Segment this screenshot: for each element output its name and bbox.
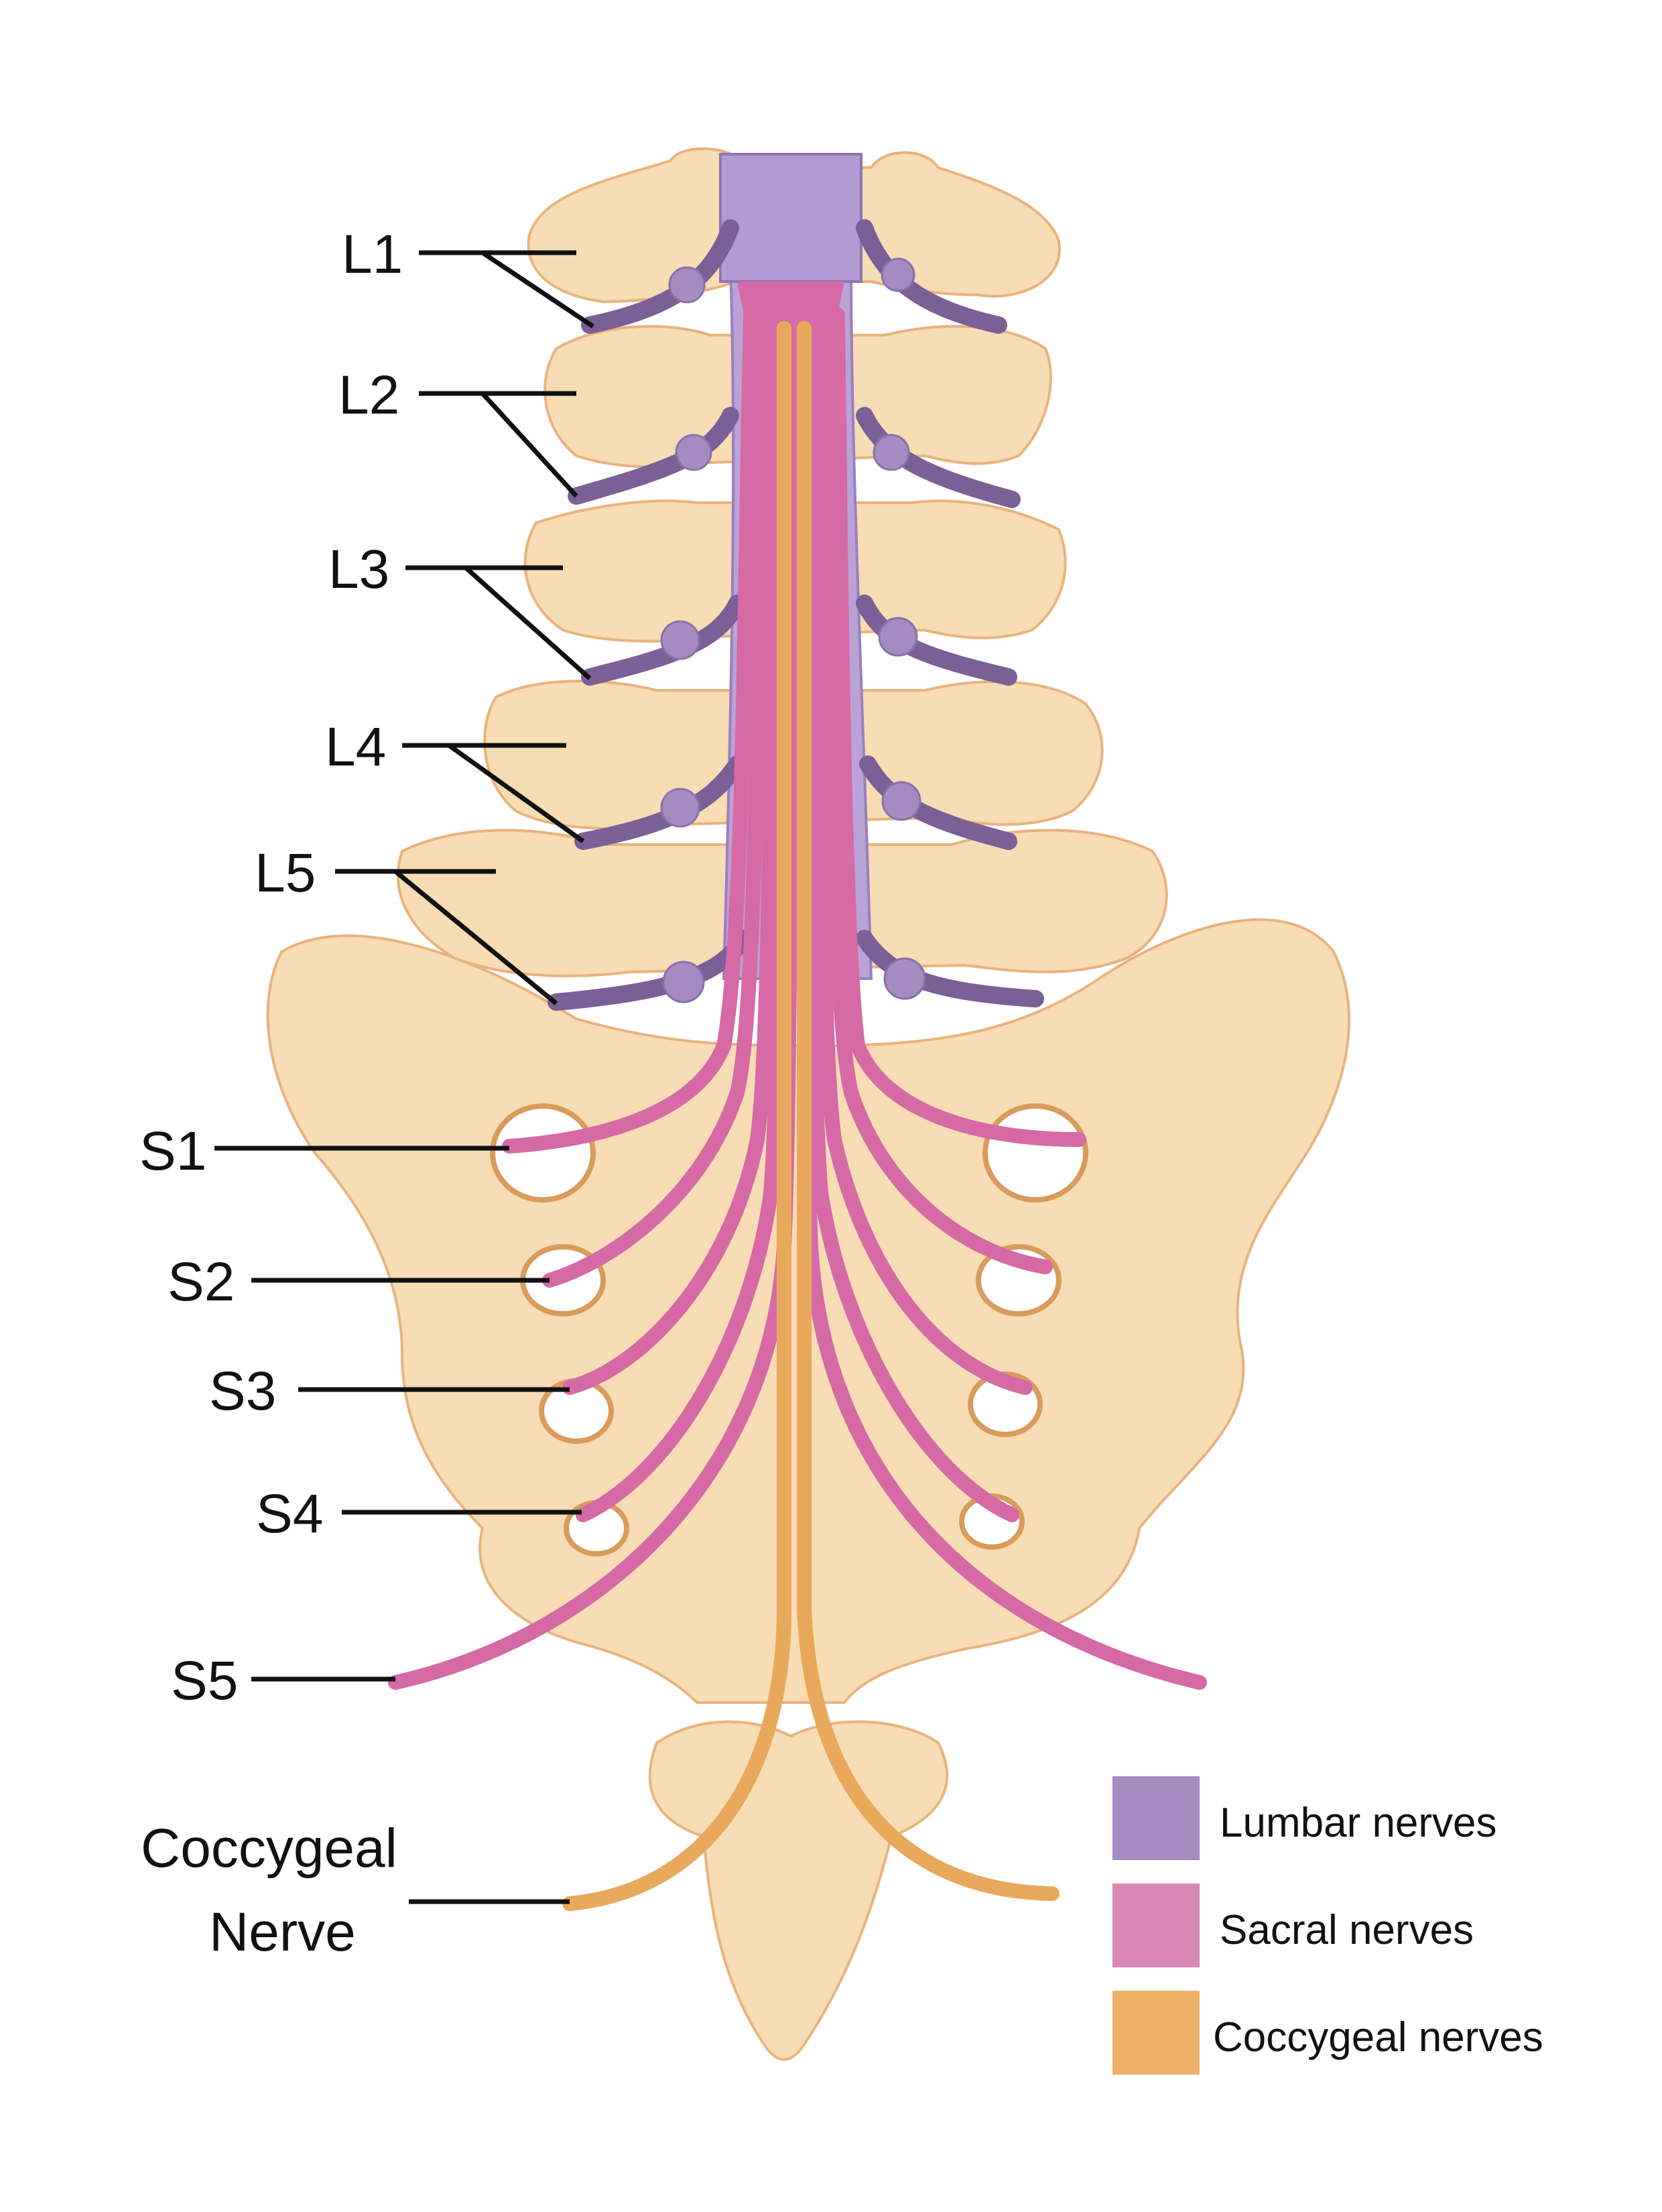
label-s1: S1 (139, 1121, 206, 1182)
nerves (388, 153, 1207, 1911)
label-l5: L5 (255, 843, 316, 904)
leader-lines (214, 250, 594, 1904)
legend-swatch-sacral (1112, 1884, 1200, 1967)
label-coccygeal-line1: Coccygeal (141, 1818, 397, 1879)
legend-swatch-coccygeal (1112, 1991, 1200, 2075)
legend-swatch-lumbar (1112, 1776, 1200, 1860)
legend: Lumbar nerves Sacral nerves Coccygeal ne… (1112, 1776, 1543, 2075)
label-l1: L1 (342, 224, 403, 285)
label-s2: S2 (168, 1251, 235, 1312)
label-coccygeal-line2: Nerve (209, 1902, 356, 1963)
lumbar-ganglia-left (660, 266, 712, 1003)
coccygeal-nerves (562, 321, 1060, 1911)
label-l2: L2 (338, 365, 399, 426)
labels: L1 L2 L3 L4 L5 S1 S2 S3 S4 S5 Coccygeal … (139, 224, 403, 1963)
label-s4: S4 (256, 1483, 323, 1544)
lumbar-ganglia-right (873, 257, 926, 1000)
legend-label-coccygeal: Coccygeal nerves (1213, 2014, 1543, 2061)
legend-label-sacral: Sacral nerves (1220, 1907, 1474, 1953)
legend-label-lumbar: Lumbar nerves (1220, 1800, 1497, 1846)
label-l3: L3 (328, 539, 389, 600)
label-s5: S5 (171, 1650, 238, 1711)
coccyx (648, 1720, 948, 2061)
label-l4: L4 (325, 717, 386, 778)
label-s3: S3 (209, 1361, 276, 1422)
